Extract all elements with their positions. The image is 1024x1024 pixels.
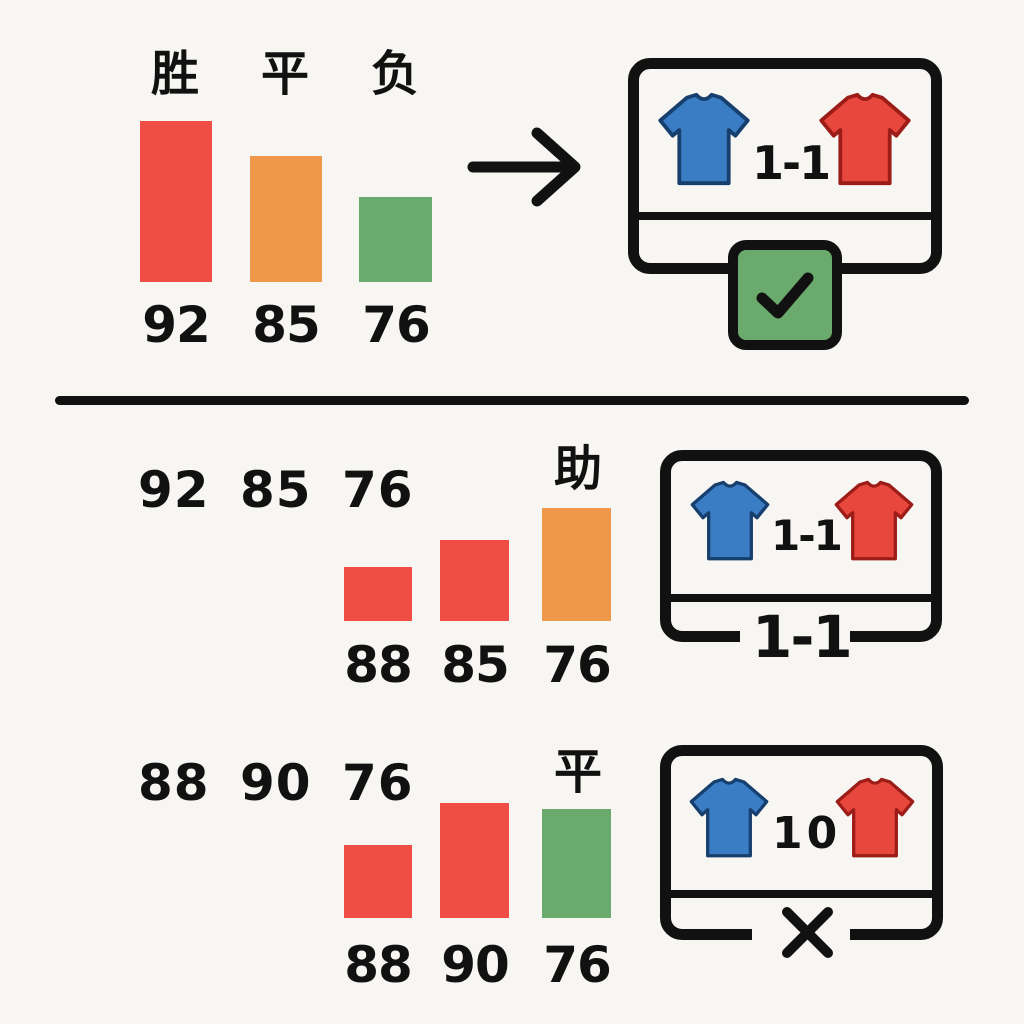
value-draw: 85: [252, 296, 321, 354]
header-values: 92 85 76: [138, 461, 414, 519]
arrow-right-icon: [467, 127, 581, 207]
value-loss: 76: [543, 936, 612, 994]
section-separator: [55, 396, 969, 405]
value-win: 88: [344, 636, 413, 694]
bar-win: [344, 845, 412, 918]
bar-win: [344, 567, 412, 621]
label-draw: 平: [260, 46, 309, 102]
monitor-divider: [639, 212, 931, 220]
label-win: 胜: [150, 46, 199, 102]
bar-loss: [359, 197, 432, 282]
bar-loss: [542, 809, 611, 918]
value-win: 92: [142, 296, 211, 354]
pick-label: 助: [553, 441, 602, 497]
home-shirt-icon: [658, 92, 750, 186]
away-shirt-icon: [819, 92, 911, 186]
away-shirt-icon: [835, 777, 915, 858]
value-draw: 85: [441, 636, 510, 694]
value-loss: 76: [362, 296, 431, 354]
bar-win: [140, 121, 212, 282]
monitor-divider: [671, 594, 931, 602]
bar-loss: [542, 508, 611, 621]
home-shirt-icon: [690, 480, 770, 561]
home-shirt-icon: [689, 777, 769, 858]
check-icon: [756, 272, 814, 319]
value-loss: 76: [543, 636, 612, 694]
screen-score: 10: [772, 808, 842, 859]
value-win: 88: [344, 936, 413, 994]
score-top: 1-1: [752, 136, 831, 190]
bar-draw: [440, 540, 509, 621]
away-shirt-icon: [834, 480, 914, 561]
bottom-score: 1-1: [752, 603, 853, 671]
bar-draw: [440, 803, 509, 918]
value-draw: 90: [441, 936, 510, 994]
screen-score: 1-1: [771, 511, 843, 560]
label-loss: 负: [370, 46, 419, 102]
x-icon: [782, 907, 833, 958]
monitor-divider: [671, 890, 932, 898]
bar-draw: [250, 156, 322, 282]
header-values: 88 90 76: [138, 754, 414, 812]
result-correct-badge: [728, 240, 842, 350]
pick-label: 平: [553, 744, 602, 800]
